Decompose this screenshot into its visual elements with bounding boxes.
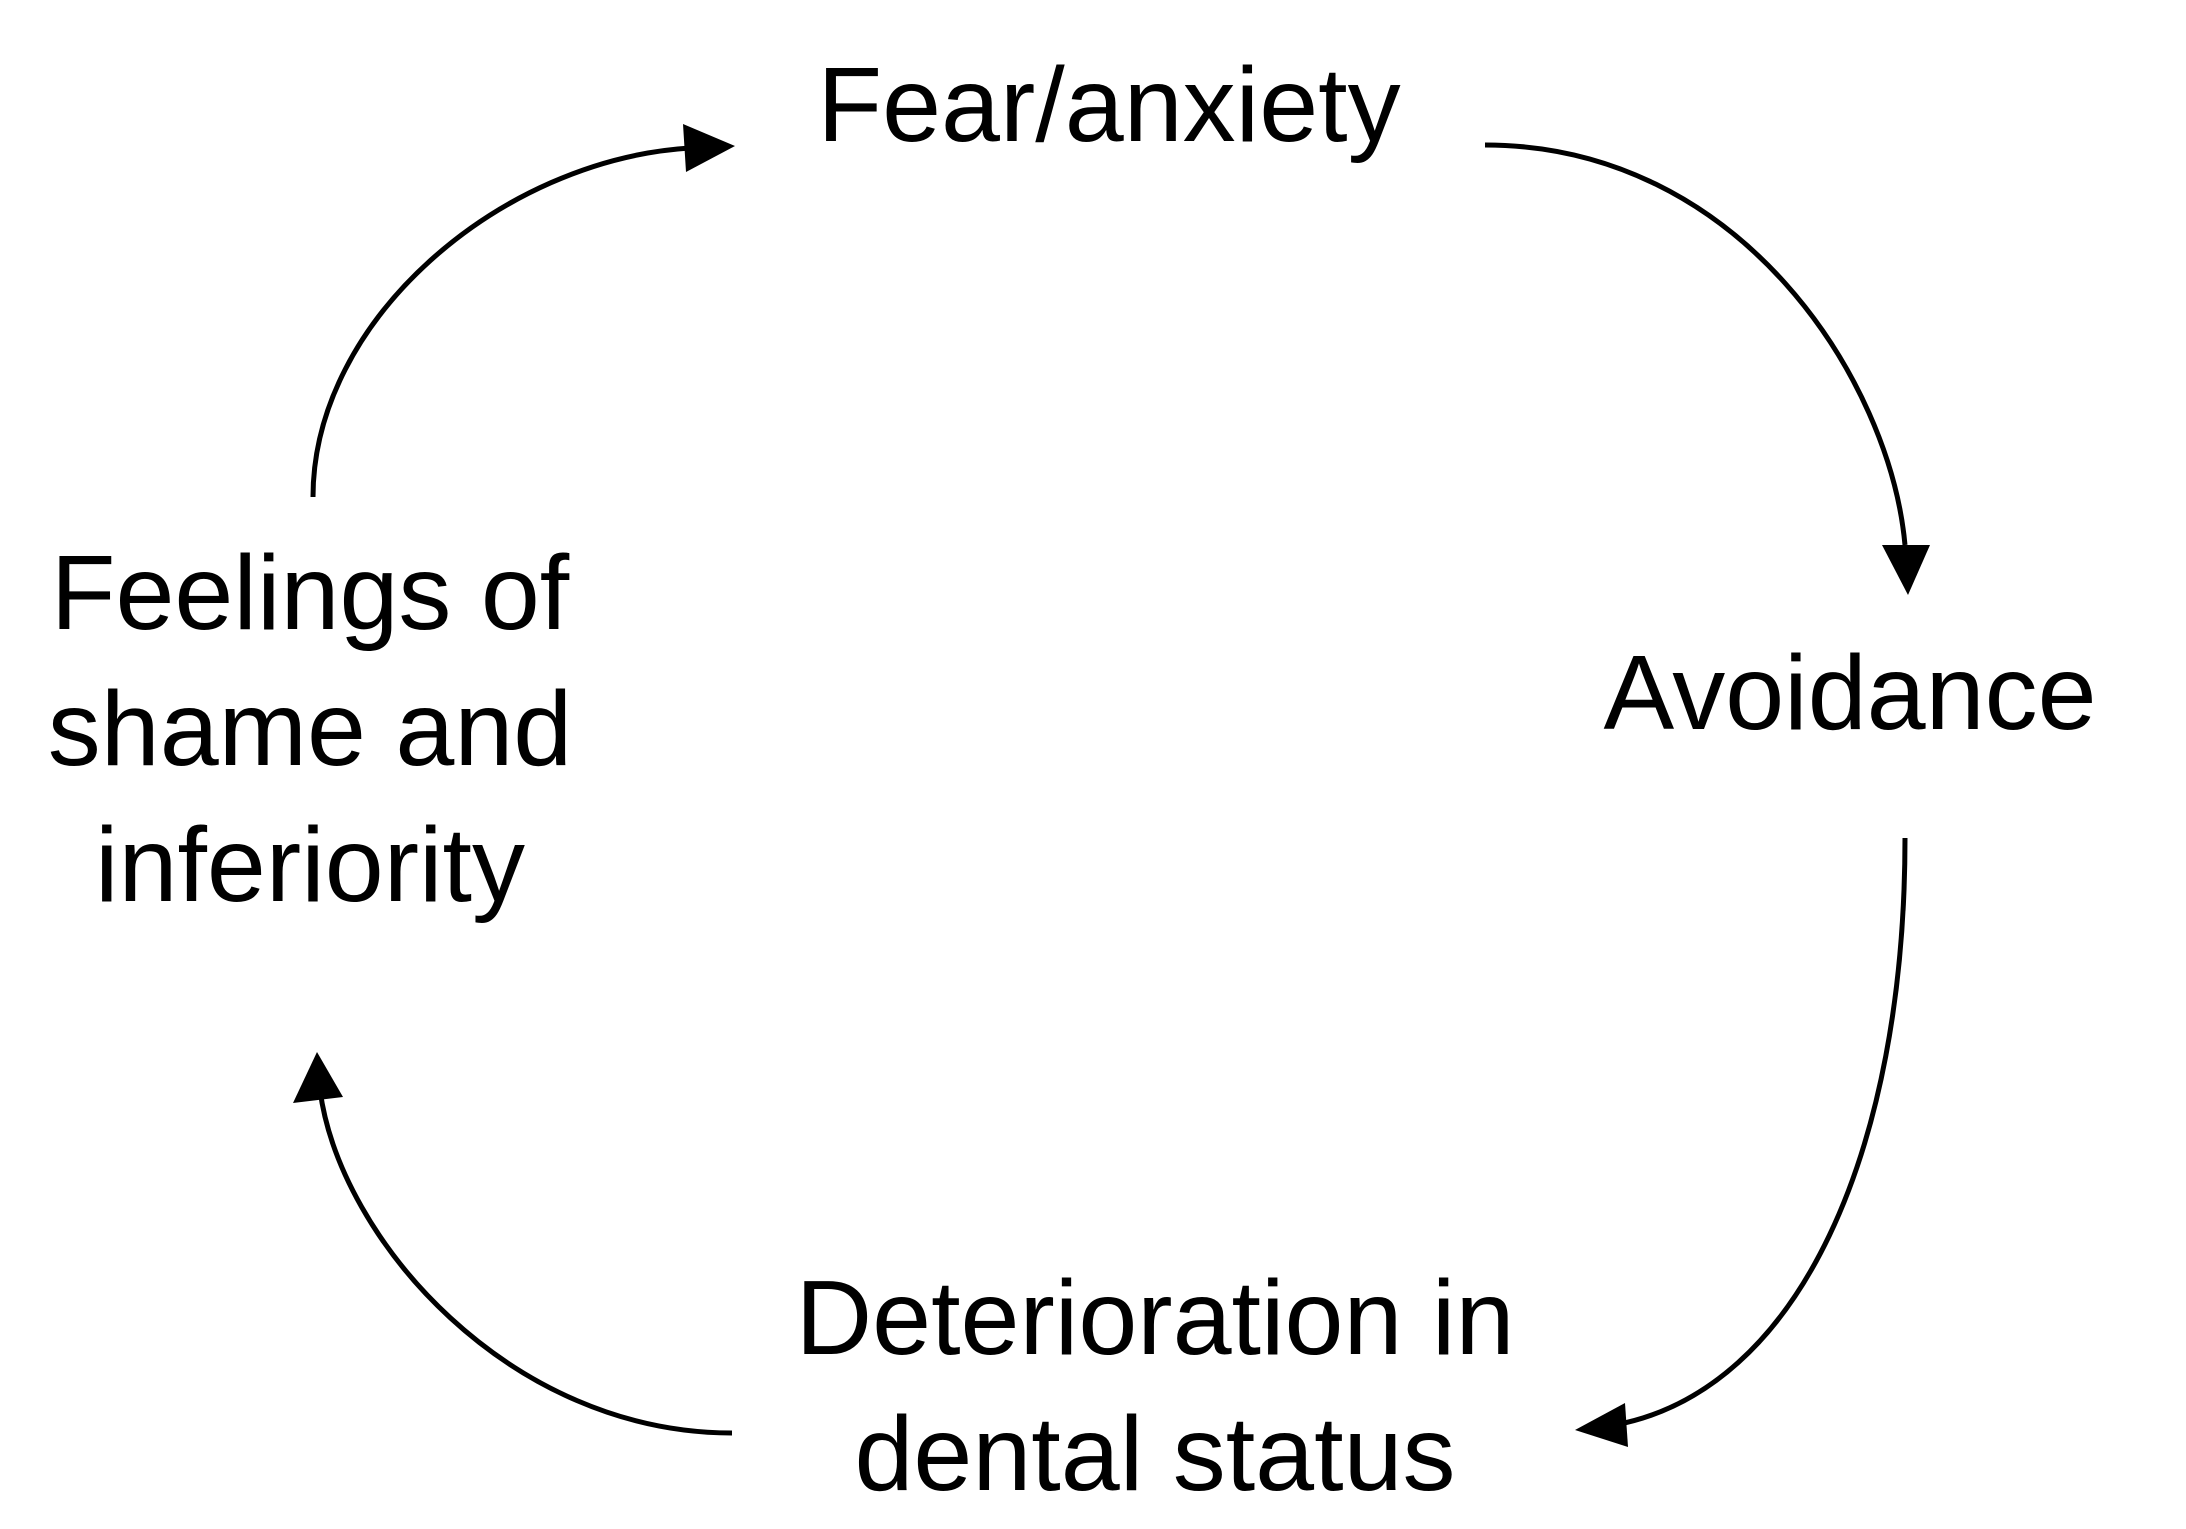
- node-label-line: Deterioration in: [795, 1259, 1515, 1377]
- arrow-feelings-to-fear: [310, 124, 735, 498]
- node-fear-anxiety: Fear/anxiety: [709, 40, 1509, 170]
- node-feelings-shame-inferiority: Feelings of shame and inferiority: [20, 525, 600, 933]
- arrow-deterioration-to-feelings: [293, 1052, 733, 1436]
- node-label-line: Feelings of: [50, 534, 570, 652]
- arrow-avoidance-to-deterioration: [1575, 837, 1908, 1447]
- node-label-line: Fear/anxiety: [817, 46, 1401, 164]
- arrow-fear-to-avoidance: [1484, 142, 1930, 595]
- node-deterioration-dental-status: Deterioration in dental status: [680, 1250, 1630, 1522]
- node-label-line: shame and: [47, 670, 573, 788]
- node-label-line: dental status: [854, 1395, 1456, 1513]
- node-label-line: inferiority: [94, 806, 525, 924]
- node-label-line: Avoidance: [1603, 634, 2097, 752]
- node-avoidance: Avoidance: [1550, 625, 2150, 761]
